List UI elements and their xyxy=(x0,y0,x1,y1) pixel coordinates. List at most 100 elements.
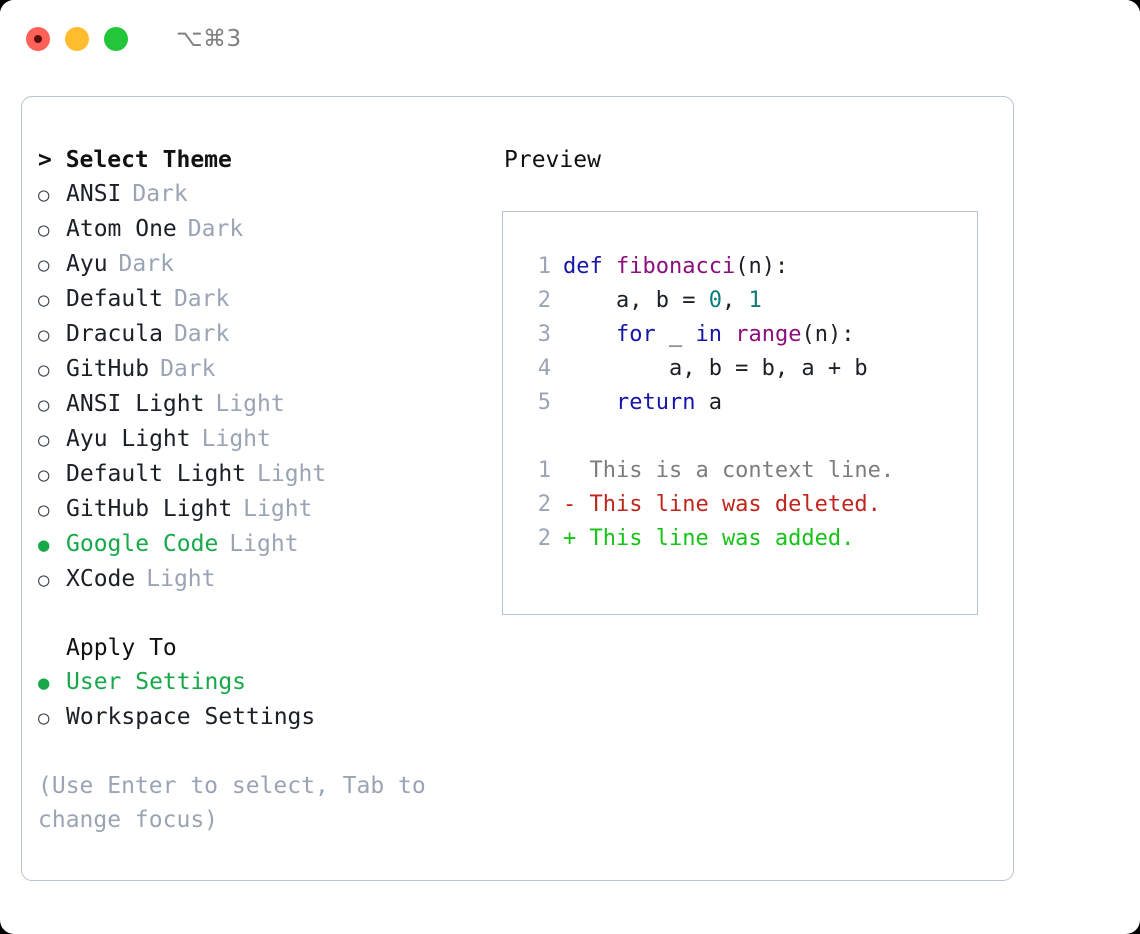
diff-line-text: This is a context line. xyxy=(563,458,895,483)
theme-variant-tag: Dark xyxy=(173,321,230,347)
code-token xyxy=(722,322,735,347)
theme-option-label: GitHub xyxy=(66,356,150,382)
diff-sample: 1 This is a context line. 2 - This line wa… xyxy=(521,454,977,556)
radio-unselected-icon: ○ xyxy=(38,359,50,381)
theme-option-label: XCode xyxy=(66,566,136,592)
apply-to-option-workspace-settings[interactable]: ○ Workspace Settings xyxy=(38,700,492,735)
theme-variant-tag: Light xyxy=(243,496,313,522)
theme-variant-tag: Dark xyxy=(132,181,188,207)
radio-unselected-icon: ○ xyxy=(38,219,50,241)
apply-to-option-user-settings[interactable]: ● User Settings xyxy=(38,665,492,700)
theme-option-label: Dracula xyxy=(66,321,163,347)
radio-selected-icon: ● xyxy=(38,672,50,694)
select-theme-header: > Select Theme xyxy=(38,147,232,173)
radio-unselected-icon: ○ xyxy=(38,499,50,521)
theme-option-ansi-light[interactable]: ○ ANSI Light Light xyxy=(38,387,492,422)
radio-unselected-icon: ○ xyxy=(38,707,50,729)
code-token: a xyxy=(695,390,722,415)
code-token: 1 xyxy=(748,288,762,313)
theme-variant-tag: Light xyxy=(215,391,285,417)
radio-unselected-icon: ○ xyxy=(38,464,50,486)
theme-option-label: GitHub Light xyxy=(66,496,233,522)
minimize-button[interactable] xyxy=(65,27,89,51)
theme-option-label: Default xyxy=(66,286,163,312)
traffic-light-buttons xyxy=(26,27,128,51)
theme-option-label: Atom One xyxy=(66,216,177,242)
preview-header: Preview xyxy=(504,147,601,173)
close-button[interactable] xyxy=(26,27,50,51)
hint-spacer xyxy=(38,735,492,769)
theme-variant-tag: Light xyxy=(201,426,271,452)
theme-option-label: Ayu xyxy=(66,251,108,277)
diff-line-ctx: 1 This is a context line. xyxy=(521,454,977,488)
theme-option-atom-one[interactable]: ○ Atom One Dark xyxy=(38,212,492,247)
code-token: in xyxy=(695,322,722,347)
line-number: 5 xyxy=(537,390,551,415)
title-bar: ⌥⌘3 xyxy=(0,0,1140,78)
code-token: (n): xyxy=(735,254,789,279)
code-line: 4 a, b = b, a + b xyxy=(521,352,977,386)
window-shortcut-label: ⌥⌘3 xyxy=(176,26,242,52)
code-token xyxy=(603,254,616,279)
theme-option-dracula[interactable]: ○ Dracula Dark xyxy=(38,317,492,352)
apply-to-header: Apply To xyxy=(66,635,177,661)
radio-selected-icon: ● xyxy=(38,534,50,556)
line-number: 2 xyxy=(537,492,551,517)
code-token: def xyxy=(563,254,603,279)
radio-unselected-icon: ○ xyxy=(38,324,50,346)
code-diff-gap xyxy=(521,420,977,454)
code-token: a, b = b, a + b xyxy=(563,356,868,381)
radio-unselected-icon: ○ xyxy=(38,394,50,416)
code-line: 3 for _ in range(n): xyxy=(521,318,977,352)
keyboard-hint-text: (Use Enter to select, Tab to change focu… xyxy=(38,773,440,833)
theme-variant-tag: Dark xyxy=(118,251,174,277)
theme-option-default-light[interactable]: ○ Default Light Light xyxy=(38,457,492,492)
diff-line-add: 2 + This line was added. xyxy=(521,522,977,556)
code-token: fibonacci xyxy=(616,254,736,279)
theme-option-label: Ayu Light xyxy=(66,426,191,452)
maximize-button[interactable] xyxy=(104,27,128,51)
apply-to-option-label: Workspace Settings xyxy=(66,704,316,730)
theme-option-label: ANSI Light xyxy=(66,391,205,417)
line-number: 3 xyxy=(537,322,551,347)
line-number: 1 xyxy=(537,254,551,279)
diff-line-del: 2 - This line was deleted. xyxy=(521,488,977,522)
apply-to-option-label: User Settings xyxy=(66,669,247,695)
diff-line-text: + This line was added. xyxy=(563,526,855,551)
radio-unselected-icon: ○ xyxy=(38,184,50,206)
theme-option-github-light[interactable]: ○ GitHub Light Light xyxy=(38,492,492,527)
theme-variant-tag: Dark xyxy=(160,356,216,382)
theme-option-label: Default Light xyxy=(66,461,247,487)
theme-variant-tag: Light xyxy=(257,461,327,487)
theme-option-github[interactable]: ○ GitHub Dark xyxy=(38,352,492,387)
code-token: return xyxy=(615,390,696,415)
radio-unselected-icon: ○ xyxy=(38,289,50,311)
line-number: 1 xyxy=(537,458,551,483)
code-token: 0 xyxy=(708,288,722,313)
code-line: 2 a, b = 0, 1 xyxy=(521,284,977,318)
line-number: 2 xyxy=(537,526,551,551)
theme-variant-tag: Dark xyxy=(187,216,244,242)
code-token: _ xyxy=(655,322,696,347)
theme-option-label: Google Code xyxy=(66,531,219,557)
code-line: 1 def fibonacci(n): xyxy=(521,250,977,284)
code-line: 5 return a xyxy=(521,386,977,420)
line-number: 2 xyxy=(537,288,551,313)
code-token: (n): xyxy=(801,322,855,347)
diff-line-text: - This line was deleted. xyxy=(563,492,881,517)
code-token: , xyxy=(721,288,749,313)
code-token: a, b = xyxy=(563,288,709,313)
